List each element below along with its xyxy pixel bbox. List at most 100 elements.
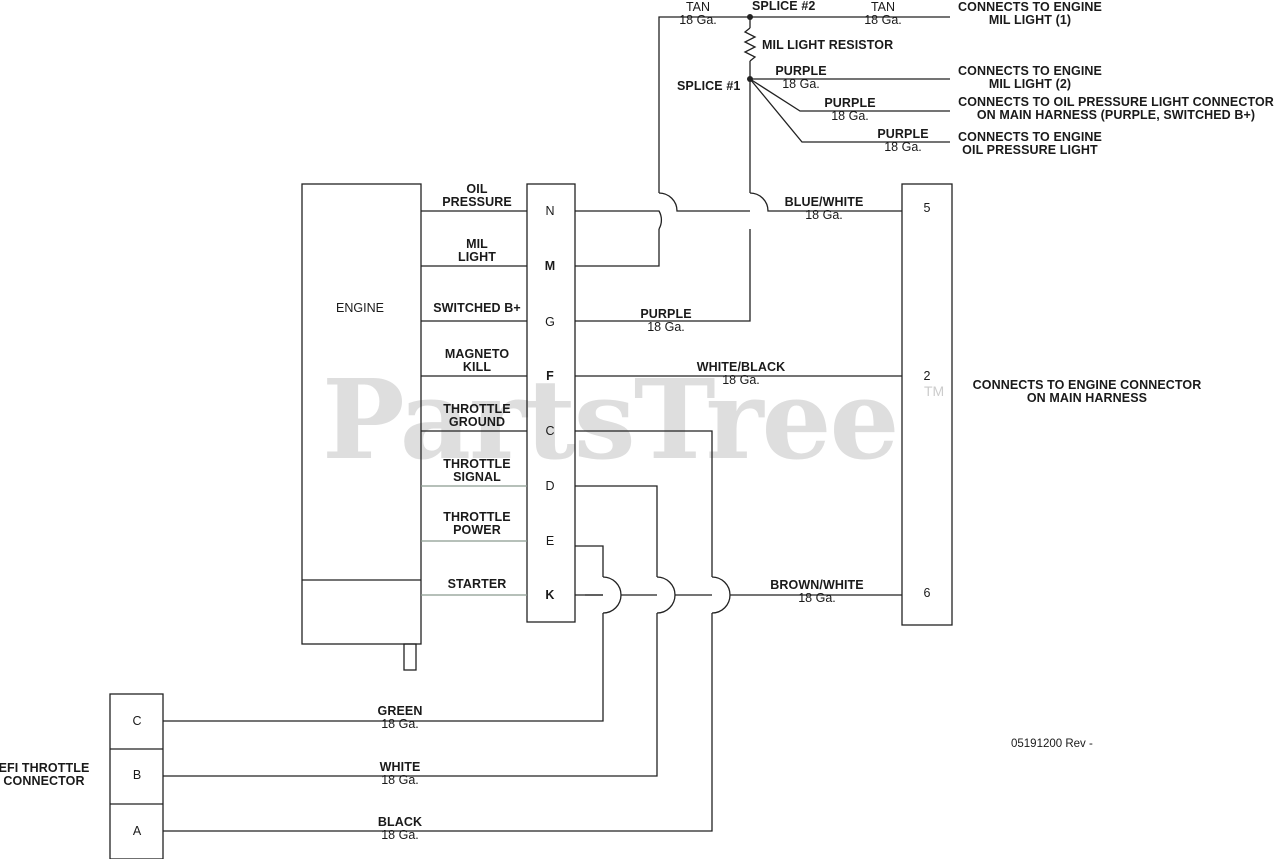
wire-color: BLACK xyxy=(377,815,423,829)
label-line: CONNECTS TO ENGINE xyxy=(958,0,1102,14)
wire-color: PURPLE xyxy=(824,96,876,110)
splice-2-dot xyxy=(747,14,753,20)
dest-oil-pressure-light: CONNECTS TO ENGINE OIL PRESSURE LIGHT xyxy=(958,131,1102,156)
connector-pin-d: D xyxy=(545,479,555,493)
pin-label-line: KILL xyxy=(462,359,492,374)
engine-pin-mil-light: MIL LIGHT xyxy=(458,238,496,263)
wire-color: WHITE/BLACK xyxy=(696,360,786,374)
splice-1-dot xyxy=(747,76,753,82)
resistor-label: MIL LIGHT RESISTOR xyxy=(762,38,894,52)
connector-pin-g: G xyxy=(545,315,555,329)
wire-label-black: BLACK 18 Ga. xyxy=(378,816,422,841)
pin-label-line: LIGHT xyxy=(458,249,496,264)
engine-pin-throttle-power: THROTTLE POWER xyxy=(443,511,510,536)
wire-label-white-black: WHITE/BLACK 18 Ga. xyxy=(697,361,786,386)
connector-pin-f: F xyxy=(546,369,554,383)
dest-mil-light-1: CONNECTS TO ENGINE MIL LIGHT (1) xyxy=(958,1,1102,26)
drawing-number: 05191200 Rev - xyxy=(1011,738,1093,750)
wire-label-purple-1: PURPLE 18 Ga. xyxy=(775,65,826,90)
wire-purple-2 xyxy=(749,78,950,112)
efi-pin-c: C xyxy=(132,714,142,728)
wire-gauge: 18 Ga. xyxy=(884,139,922,154)
wire-gauge: 18 Ga. xyxy=(381,827,419,842)
wire-label-purple-g: PURPLE 18 Ga. xyxy=(640,308,691,333)
efi-connector-label: EFI THROTTLE CONNECTOR xyxy=(0,762,89,787)
label-line: CONNECTS TO ENGINE CONNECTOR xyxy=(972,378,1202,392)
wire-white xyxy=(163,485,658,777)
pin-label-line: PRESSURE xyxy=(442,194,512,209)
connector-pin-n: N xyxy=(545,204,555,218)
wire-label-white: WHITE 18 Ga. xyxy=(380,761,421,786)
wire-gauge: 18 Ga. xyxy=(722,372,760,387)
wire-color: PURPLE xyxy=(775,64,827,78)
label-line: ON MAIN HARNESS (PURPLE, SWITCHED B+) xyxy=(976,107,1256,122)
wire-blue-white xyxy=(575,192,902,230)
connector-pin-c: C xyxy=(545,424,555,438)
pin-label-line: SIGNAL xyxy=(453,469,501,484)
wire-label-green: GREEN 18 Ga. xyxy=(378,705,423,730)
wire-gauge: 18 Ga. xyxy=(647,319,685,334)
wire-color: TAN xyxy=(870,0,896,14)
label-line: OIL PRESSURE LIGHT xyxy=(962,142,1098,157)
harness-pin-6: 6 xyxy=(923,586,931,600)
pin-label-line: GROUND xyxy=(448,414,506,429)
label-line: ON MAIN HARNESS xyxy=(1026,390,1148,405)
dest-mil-light-2: CONNECTS TO ENGINE MIL LIGHT (2) xyxy=(958,65,1102,90)
engine-pin-throttle-signal: THROTTLE SIGNAL xyxy=(443,458,510,483)
wire-tan-left xyxy=(575,229,660,267)
wire-label-brown-white: BROWN/WHITE 18 Ga. xyxy=(770,579,863,604)
wire-green xyxy=(163,545,604,722)
pin-label-line: OIL xyxy=(466,182,488,196)
label-line: CONNECTOR xyxy=(3,773,85,788)
wire-gauge: 18 Ga. xyxy=(798,590,836,605)
connector-pin-m: M xyxy=(544,259,556,273)
pin-label-line: THROTTLE xyxy=(443,402,511,416)
wire-gauge: 18 Ga. xyxy=(782,76,820,91)
harness-pin-2: 2 xyxy=(923,369,931,383)
watermark: PartsTree xyxy=(322,355,900,484)
wire-gauge: 18 Ga. xyxy=(831,108,869,123)
wire-label-purple-2: PURPLE 18 Ga. xyxy=(824,97,875,122)
pin-label-line: THROTTLE xyxy=(443,457,511,471)
engine-label: ENGINE xyxy=(336,301,384,315)
engine-connector-box xyxy=(526,183,576,623)
pin-label-line: SWITCHED B+ xyxy=(433,301,521,315)
wire-gauge: 18 Ga. xyxy=(805,207,843,222)
connector-pin-e: E xyxy=(545,534,555,548)
wire-purple-3 xyxy=(749,78,950,143)
connector-pin-k: K xyxy=(545,588,555,602)
efi-pin-a: A xyxy=(132,824,142,838)
dest-oil-pressure-connector: CONNECTS TO OIL PRESSURE LIGHT CONNECTOR… xyxy=(958,96,1274,121)
pin-label-line: MIL xyxy=(466,237,488,251)
pin-label-line: THROTTLE xyxy=(443,510,511,524)
main-harness-box xyxy=(901,183,953,626)
wire-gauge: 18 Ga. xyxy=(381,772,419,787)
watermark-trademark: TM xyxy=(924,383,945,399)
pin-label-line: MAGNETO xyxy=(444,347,510,361)
mil-light-resistor xyxy=(743,27,757,62)
label-line: CONNECTS TO ENGINE xyxy=(958,130,1102,144)
efi-pin-b: B xyxy=(132,768,142,782)
wire-color: PURPLE xyxy=(877,127,929,141)
wire-label-tan-right: TAN 18 Ga. xyxy=(864,1,902,26)
wire-gauge: 18 Ga. xyxy=(864,12,902,27)
harness-pin-5: 5 xyxy=(923,201,931,215)
wire-purple-g xyxy=(575,79,751,322)
wire-color: WHITE xyxy=(379,760,421,774)
label-line: MIL LIGHT (1) xyxy=(988,12,1072,27)
wire-label-tan-left: TAN 18 Ga. xyxy=(679,1,717,26)
wire-color: BLUE/WHITE xyxy=(784,195,864,209)
label-line: CONNECTS TO ENGINE xyxy=(958,64,1102,78)
engine-pin-throttle-ground: THROTTLE GROUND xyxy=(443,403,510,428)
engine-pin-magneto-kill: MAGNETO KILL xyxy=(445,348,509,373)
main-harness-label: CONNECTS TO ENGINE CONNECTOR ON MAIN HAR… xyxy=(973,379,1202,404)
pin-label-line: STARTER xyxy=(447,577,507,591)
wire-black xyxy=(163,430,713,832)
label-line: EFI THROTTLE xyxy=(0,761,90,775)
label-line: MIL LIGHT (2) xyxy=(988,76,1072,91)
wire-color: BROWN/WHITE xyxy=(770,578,864,592)
engine-tab xyxy=(403,643,417,671)
wire-label-purple-3: PURPLE 18 Ga. xyxy=(877,128,928,153)
engine-box xyxy=(301,183,422,645)
